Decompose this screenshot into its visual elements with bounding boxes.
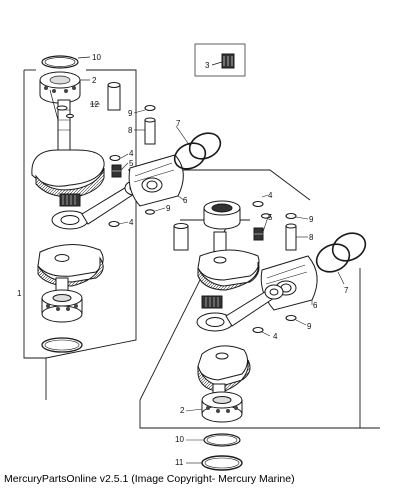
part-12-dowel-pin	[90, 82, 121, 111]
part-center-dowel	[173, 223, 189, 251]
part-connecting-rod-lower	[196, 284, 284, 332]
callout-9-upper: 9	[128, 109, 133, 118]
part-4-5-washer-bearing-right	[252, 194, 272, 241]
callout-3: 3	[205, 61, 210, 70]
callout-8-right: 8	[309, 233, 314, 242]
part-6-piston-upper	[128, 154, 185, 207]
callout-labels: 10 2 12 3 9 8 7 4 5 6 4 9 1 4 5 9 8 7 6 …	[17, 53, 349, 467]
callout-2-top: 2	[92, 76, 97, 85]
part-9-retainer-lower	[285, 314, 307, 326]
callout-9-lower: 9	[307, 322, 312, 331]
part-10-seal-ring-top	[41, 55, 91, 69]
callout-6-lower: 6	[313, 301, 318, 310]
callout-4-lower: 4	[273, 332, 278, 341]
part-1-crankshaft-bottom	[197, 345, 251, 397]
assembly-bracket-lines	[23, 69, 380, 429]
part-8-wrist-pin-right	[285, 223, 308, 251]
callout-9-right: 9	[309, 215, 314, 224]
part-7-piston-rings-right	[315, 232, 367, 285]
part-10-seal-ring-bottom	[186, 433, 241, 447]
part-1-crankshaft-upper	[31, 89, 105, 198]
part-1-crankshaft-middle	[197, 231, 260, 291]
callout-5-left: 5	[129, 159, 134, 168]
part-4-washer-lower	[252, 326, 271, 337]
callout-10-bottom: 10	[175, 435, 184, 444]
callout-7-right: 7	[344, 286, 349, 295]
callout-11: 11	[175, 458, 184, 467]
callout-4-right: 4	[268, 191, 273, 200]
callout-2-bottom: 2	[180, 406, 185, 415]
callout-4-left-b: 4	[129, 218, 134, 227]
callout-10-top: 10	[92, 53, 101, 62]
callout-5-right: 5	[268, 213, 273, 222]
part-4-washer-left-mid	[108, 220, 129, 228]
part-8-wrist-pin-upper	[134, 117, 156, 145]
part-4-5-washer-bearing-upper	[109, 153, 129, 178]
callout-1: 1	[17, 289, 22, 298]
part-2-ball-bearing-top	[39, 71, 90, 104]
part-2-ball-bearing-left	[41, 289, 83, 323]
callout-6-upper: 6	[183, 196, 188, 205]
part-6-piston-lower	[260, 255, 318, 311]
part-9-retainer-right	[285, 212, 309, 220]
callout-8-upper: 8	[128, 126, 133, 135]
callout-4-left-a: 4	[129, 149, 134, 158]
part-11-o-ring	[186, 455, 243, 471]
part-center-main-bearing	[203, 200, 241, 230]
part-2-ball-bearing-bottom	[185, 391, 243, 423]
part-9-retainer-upper	[133, 104, 156, 114]
part-seal-ring-left	[41, 337, 83, 353]
callout-12: 12	[90, 100, 99, 109]
part-3-needle-bearing	[194, 43, 246, 77]
copyright-footer: MercuryPartsOnline v2.5.1 (Image Copyrig…	[4, 473, 295, 485]
part-9-retainer-mid	[144, 207, 166, 215]
part-7-piston-rings-upper	[173, 125, 222, 170]
callout-7-upper: 7	[176, 119, 181, 128]
callout-9-upper-b: 9	[166, 204, 171, 213]
